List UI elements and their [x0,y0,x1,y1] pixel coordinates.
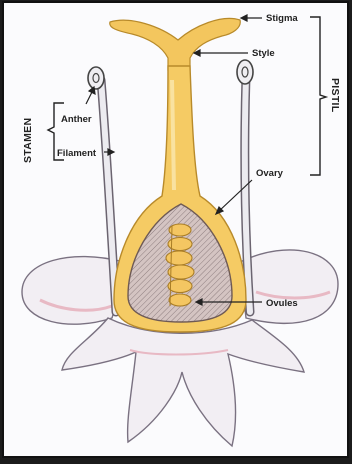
label-ovary: Ovary [256,168,284,179]
label-ovules: Ovules [266,298,298,309]
label-anther: Anther [61,114,92,125]
label-stigma: Stigma [266,13,298,24]
group-label-stamen: STAMEN [22,118,34,163]
label-style: Style [252,48,275,59]
petal-right [240,250,338,323]
petal-left [22,257,124,325]
anther-right [237,60,253,84]
anther-left [88,67,104,89]
group-label-pistil: PISTIL [329,78,341,113]
label-filament: Filament [57,148,97,159]
